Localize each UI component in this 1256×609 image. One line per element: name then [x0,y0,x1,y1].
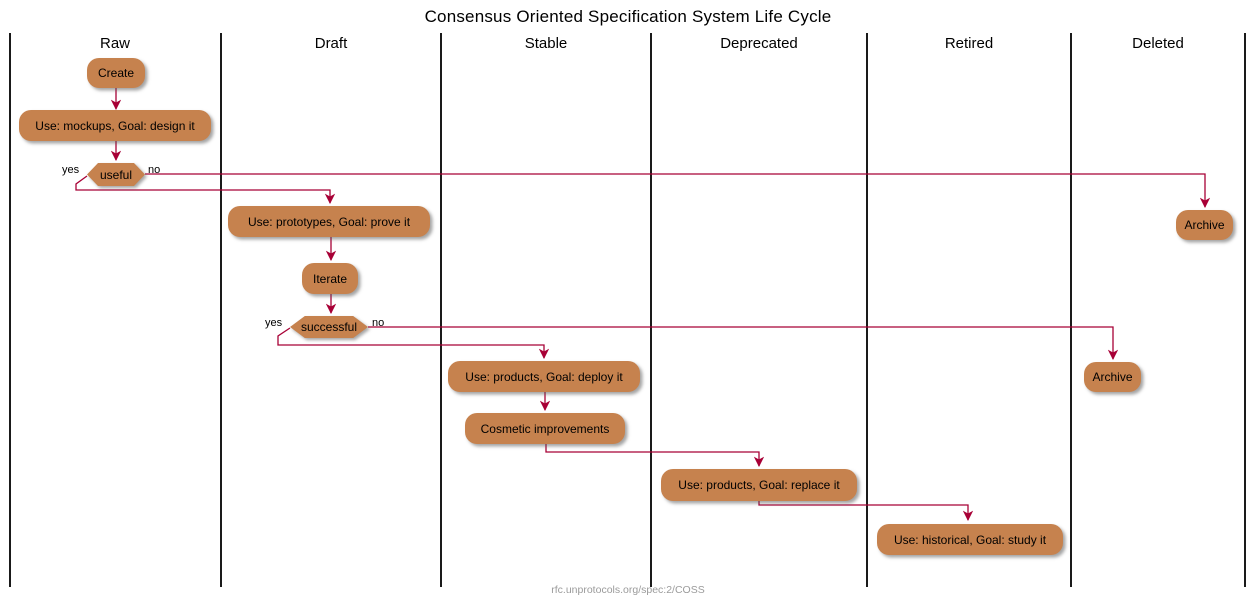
decision-successful: successful [290,316,368,338]
node-study: Use: historical, Goal: study it [877,524,1063,555]
node-mockups: Use: mockups, Goal: design it [19,110,211,141]
edge-successful-yes-to-deploy [277,327,550,360]
node-replace: Use: products, Goal: replace it [661,469,857,501]
node-deploy: Use: products, Goal: deploy it [448,361,640,392]
lane-label-stable: Stable [524,35,568,52]
lane-border [650,33,652,587]
useful-no-label: no [148,164,161,176]
node-prototypes: Use: prototypes, Goal: prove it [228,206,430,237]
lane-label-raw: Raw [99,35,130,52]
node-cosmetic: Cosmetic improvements [465,413,625,444]
node-archive-deleted-2: Archive [1084,362,1141,392]
edge-cosmetic-to-replace [545,444,765,468]
node-archive-deleted-1: Archive [1176,210,1233,240]
edge-useful-yes-to-prototypes [75,175,336,205]
node-create: Create [87,58,145,88]
lane-border [220,33,222,587]
lane-border [1244,33,1246,587]
decision-useful: useful [87,163,145,186]
lane-border [1070,33,1072,587]
successful-no-label: no [372,317,385,329]
lane-label-retired: Retired [944,35,994,52]
lane-label-draft: Draft [314,35,348,52]
diagram-title: Consensus Oriented Specification System … [424,7,832,26]
useful-yes-label: yes [62,164,80,176]
edge-replace-to-study [758,501,974,522]
lane-label-deprecated: Deprecated [720,35,798,52]
successful-yes-label: yes [265,317,283,329]
edge-successful-no-to-archive [368,326,1119,361]
node-iterate: Iterate [302,263,358,294]
edge-useful-no-to-archive [145,173,1211,209]
lane-border [9,33,11,587]
lane-label-deleted: Deleted [1132,35,1184,52]
lane-border [866,33,868,587]
lane-border [440,33,442,587]
footer-url: rfc.unprotocols.org/spec:2/COSS [551,584,705,596]
